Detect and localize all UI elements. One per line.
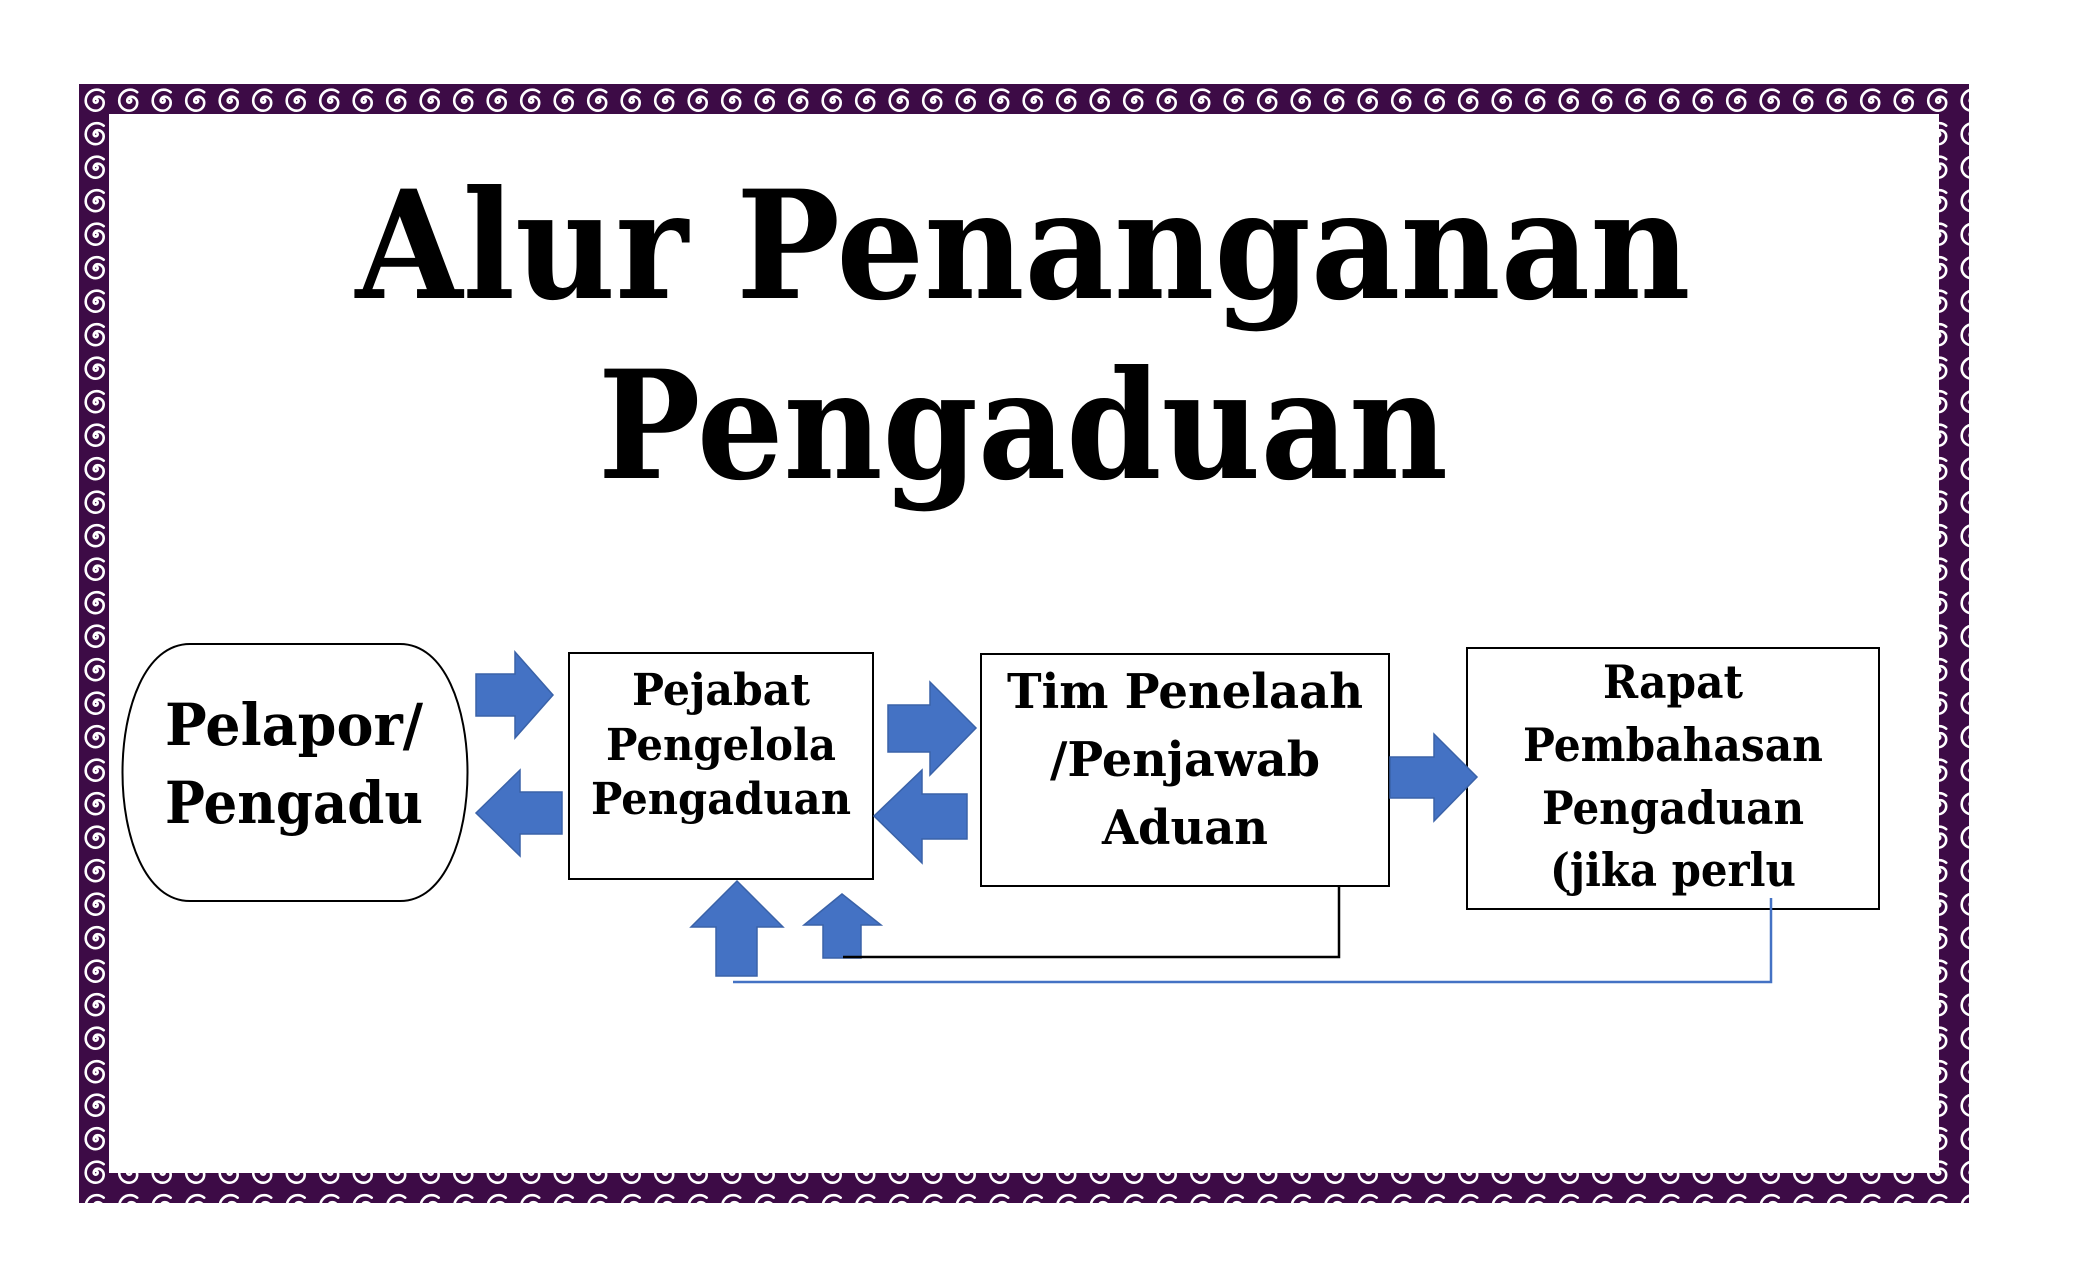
title-line-2: Pengaduan [598,338,1448,514]
arrow-up-from-tim [801,893,884,959]
node-rapat-pembahasan: Rapat Pembahasan Pengaduan (jika perlu [1466,647,1880,910]
title-line-1: Alur Penanganan [354,158,1691,334]
feedback-line-rapat [733,898,1773,984]
node-tim-line-2: /Penjawab [1050,732,1320,788]
arrow-left-tim-to-pejabat [872,768,968,865]
arrow-left-pejabat-to-pelapor [474,768,563,858]
arrow-up-from-rapat [689,879,785,977]
node-rapat-line-1: Rapat [1603,655,1744,709]
node-tim-penelaah: Tim Penelaah /Penjawab Aduan [980,653,1390,887]
node-tim-line-3: Aduan [1101,800,1268,856]
arrow-right-pelapor-to-pejabat [475,650,555,740]
node-rapat-line-4: (jika perlu [1550,843,1796,897]
node-pejabat-line-1: Pejabat [632,665,811,716]
arrow-right-pejabat-to-tim [887,680,978,777]
node-pejabat-line-2: Pengelola [606,720,836,771]
node-pejabat-line-3: Pengaduan [591,774,851,825]
node-tim-line-1: Tim Penelaah [1007,664,1363,720]
node-pelapor-line-1: Pelapor/ [165,691,424,759]
node-pelapor: Pelapor/ Pengadu [121,643,469,902]
feedback-line-tim [843,886,1341,959]
arrow-right-tim-to-rapat [1389,732,1479,823]
node-pelapor-line-2: Pengadu [165,769,423,837]
node-pejabat-pengelola: Pejabat Pengelola Pengaduan [568,652,874,880]
node-rapat-line-3: Pengaduan [1542,781,1804,835]
node-rapat-line-2: Pembahasan [1523,718,1823,772]
